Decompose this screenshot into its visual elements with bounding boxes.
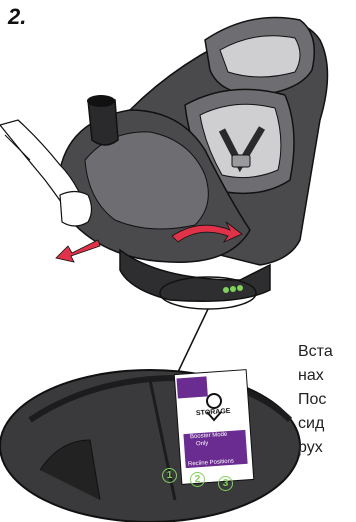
callout-line [178, 309, 208, 372]
recline-position-3: 3 [218, 476, 233, 491]
car-seat [59, 18, 328, 310]
instruction-line: сид [298, 412, 356, 436]
recline-position-2: 2 [190, 472, 205, 487]
instruction-line: Вста [298, 340, 356, 364]
label-only: Only [196, 441, 209, 448]
recline-position-1: 1 [162, 468, 177, 483]
recline-selector-zoom [0, 370, 300, 522]
instruction-line: рух [298, 436, 356, 460]
instruction-line: Пос [298, 388, 356, 412]
instruction-text: Вста нах Пос сид рух [298, 340, 356, 460]
pull-arrow-icon [56, 240, 100, 262]
instruction-line: нах [298, 364, 356, 388]
